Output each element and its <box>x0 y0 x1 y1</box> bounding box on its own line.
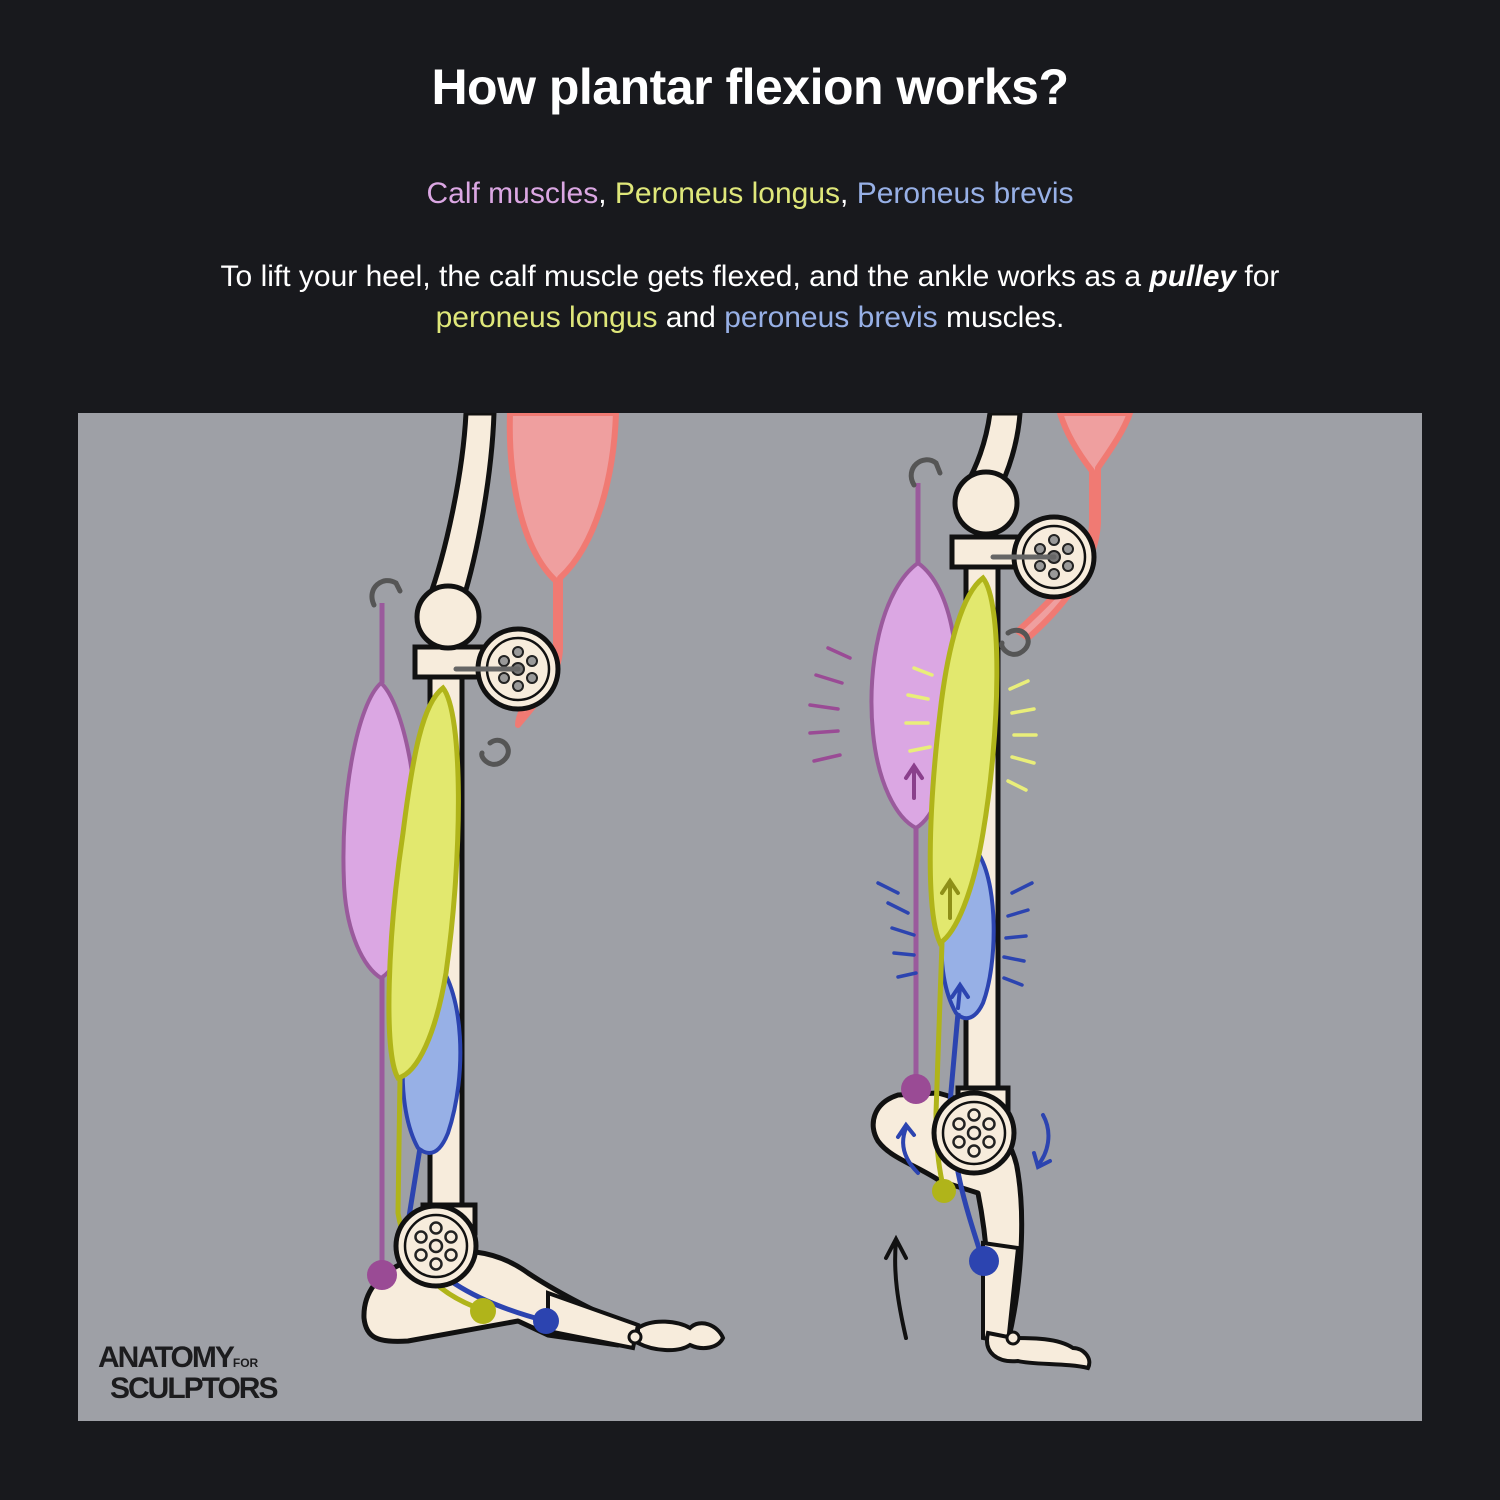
toe-joint <box>1005 1330 1021 1346</box>
pulley-icon <box>934 1093 1014 1173</box>
brevis-insertion <box>533 1308 559 1334</box>
page-title: How plantar flexion works? <box>431 59 1069 115</box>
description: To lift your heel, the calf muscle gets … <box>200 256 1300 338</box>
motion-arrow-icon <box>940 877 960 920</box>
desc-pulley: pulley <box>1149 260 1237 293</box>
thigh-muscle <box>506 413 619 728</box>
longus-insertion <box>932 1179 956 1203</box>
motion-arrow-icon <box>1032 1113 1052 1170</box>
toes <box>985 1330 1092 1371</box>
longus-contraction-lines <box>904 666 1038 792</box>
logo-line2: SCULPTORS <box>110 1372 278 1405</box>
hook-icon <box>908 457 943 488</box>
muscle-legend: Calf muscles, Peroneus longus, Peroneus … <box>0 177 1500 211</box>
desc-text: and <box>657 301 725 334</box>
calf-contraction-lines <box>808 646 852 763</box>
knee-joint <box>414 583 482 651</box>
knee-plate <box>949 534 1021 570</box>
motion-arrow-icon <box>884 1234 908 1340</box>
toe-bone <box>546 1290 641 1351</box>
legend-calf-muscles: Calf muscles <box>426 177 599 210</box>
hook-icon <box>479 738 511 767</box>
hook-icon <box>369 578 403 608</box>
motion-arrow-icon <box>896 1121 920 1175</box>
logo-for: FOR <box>232 1356 259 1370</box>
hook-icon <box>999 628 1031 657</box>
knee-joint <box>952 469 1020 537</box>
calf-insertion <box>901 1074 931 1104</box>
knee-plate <box>412 644 486 680</box>
legend-peroneus-brevis: Peroneus brevis <box>856 177 1074 210</box>
leg-diagram <box>341 413 1133 1371</box>
legend-separator: , <box>840 177 857 210</box>
brand-logo: ANATOMYFOR SCULPTORS <box>98 1343 278 1405</box>
legend-separator: , <box>598 177 615 210</box>
calf-insertion <box>367 1260 397 1290</box>
flexed-leg <box>808 413 1133 1371</box>
toe-joint <box>627 1329 643 1345</box>
motion-arrow-icon <box>904 762 924 800</box>
longus-insertion <box>470 1298 496 1324</box>
desc-brevis: peroneus brevis <box>724 301 938 334</box>
femur-bone <box>424 413 497 606</box>
pulley-icon <box>396 1206 476 1286</box>
illustration-panel: ANATOMYFOR SCULPTORS <box>78 413 1422 1421</box>
desc-text: muscles. <box>937 301 1065 334</box>
toes <box>636 1319 726 1352</box>
desc-longus: peroneus longus <box>435 301 658 334</box>
legend-peroneus-longus: Peroneus longus <box>614 177 841 210</box>
logo-line1: ANATOMY <box>98 1341 235 1374</box>
desc-text: for <box>1236 260 1280 293</box>
motion-arrow-icon <box>950 981 970 1010</box>
brevis-insertion <box>969 1246 999 1276</box>
resting-leg <box>341 413 726 1352</box>
desc-text: To lift your heel, the calf muscle gets … <box>220 260 1150 293</box>
brevis-contraction-lines <box>876 881 1034 987</box>
